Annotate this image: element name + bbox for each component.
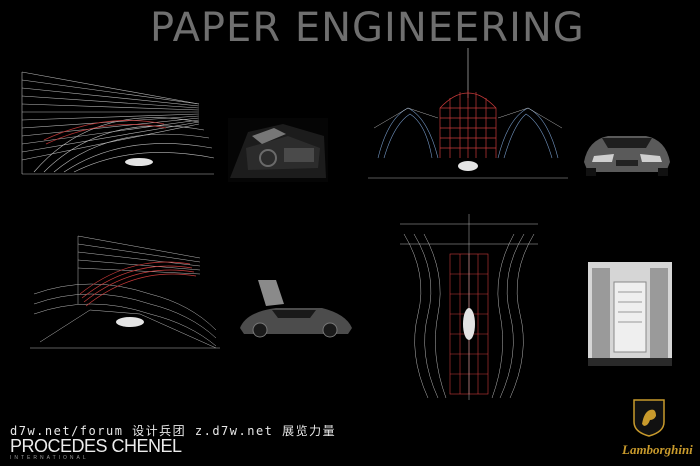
engine-bay-panel [588,262,672,366]
car-interior-panel [228,118,328,182]
watermark-text: d7w.net/forum 设计兵团 z.d7w.net 展览力量 [10,424,337,438]
brand-subtitle: INTERNATIONAL [10,455,89,461]
front-tunnel-wireframe-panel [368,48,568,182]
lamborghini-shield-icon [632,398,666,438]
side-wireframe-panel [14,62,220,182]
brand-name: PROCEDES CHENEL [10,436,182,456]
lamborghini-wordmark: Lamborghini [622,442,693,457]
car-front-panel [578,122,676,180]
brand-logo: PROCEDES CHENEL INTERNATIONAL [10,436,182,461]
page-title: PAPER ENGINEERING [150,5,585,51]
car-scissor-doors-panel [236,276,354,342]
top-view-wireframe-panel [398,214,540,400]
perspective-wireframe-panel [30,234,220,350]
